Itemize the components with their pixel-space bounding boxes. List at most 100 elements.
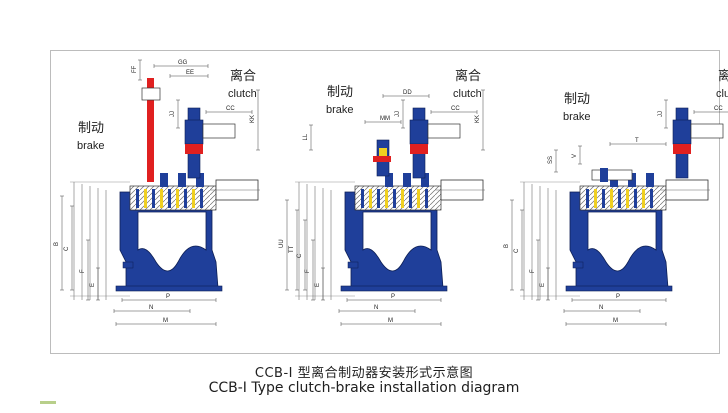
brake-label-en: brake: [77, 140, 105, 152]
dim-gg: GG: [178, 60, 188, 66]
dim-v: V: [572, 154, 578, 158]
dim-jj: JJ: [170, 111, 176, 117]
dim-tt: TT: [289, 245, 295, 253]
dim-n: N: [149, 305, 153, 311]
brake-label: 制动 brake: [563, 91, 591, 123]
caption-chinese: CCB-I 型离合制动器安装形式示意图: [254, 366, 474, 381]
dim-t: T: [635, 138, 639, 144]
clutch-cylinder: [184, 119, 204, 145]
dim-uu: UU: [279, 239, 285, 248]
clutch-piston: [410, 144, 428, 154]
friction-disc: [144, 189, 147, 208]
foot-bolt: [572, 261, 584, 269]
clutch-label-cn: 离合: [455, 68, 481, 83]
dim-mm: MM: [380, 116, 390, 122]
dim-b: B: [54, 242, 60, 246]
dim-e: E: [540, 283, 546, 287]
friction-disc: [152, 189, 155, 208]
brake-label: 制动 brake: [77, 120, 105, 152]
bolt: [403, 173, 411, 187]
bolt: [646, 173, 654, 187]
clutch-label-en: clutch: [228, 88, 257, 100]
friction-disc: [594, 189, 597, 208]
housing-cavity: [137, 211, 207, 272]
foot-bolt: [122, 261, 134, 269]
friction-disc: [618, 189, 621, 208]
friction-disc: [393, 189, 396, 208]
dim-p: P: [616, 294, 620, 300]
dim-kk: KK: [250, 115, 256, 123]
dim-f: F: [305, 269, 311, 273]
brake-label-en: brake: [326, 104, 354, 116]
friction-disc: [610, 189, 613, 208]
brake-seal: [373, 156, 391, 162]
dim-kk: KK: [475, 115, 481, 123]
caption-english: CCB-I Type clutch-brake installation dia…: [208, 380, 520, 396]
brake-yoke: [141, 87, 161, 101]
bolt: [385, 173, 393, 187]
dim-ff: FF: [132, 65, 138, 73]
dim-c: C: [297, 253, 303, 258]
dim-f: F: [530, 269, 536, 273]
base-plate: [115, 285, 223, 292]
housing-cavity: [362, 211, 432, 272]
bolt: [196, 173, 204, 187]
dim-ee: EE: [186, 70, 194, 76]
friction-disc: [602, 189, 605, 208]
clutch-label-en: clutch: [453, 88, 482, 100]
dim-ll: LL: [303, 133, 309, 140]
dim-e: E: [315, 283, 321, 287]
dim-jj: JJ: [395, 111, 401, 117]
dim-b: B: [504, 244, 510, 248]
friction-cap: [129, 185, 217, 211]
bolt: [160, 173, 168, 187]
air-port: [427, 123, 461, 139]
clutch-label-en: clutch: [716, 88, 728, 100]
friction-disc: [626, 189, 629, 208]
dim-f: F: [80, 269, 86, 273]
brake-piston: [600, 168, 608, 182]
dim-e: E: [90, 283, 96, 287]
friction-disc: [168, 189, 171, 208]
dim-dd: DD: [403, 90, 412, 96]
brake-label-en: brake: [563, 111, 591, 123]
friction-disc: [184, 189, 187, 208]
friction-disc: [650, 189, 653, 208]
dim-c: C: [64, 246, 70, 251]
dim-n: N: [599, 305, 603, 311]
brake-cylinder: [591, 169, 633, 181]
friction-disc: [634, 189, 637, 208]
friction-cap: [354, 185, 442, 211]
friction-disc: [200, 189, 203, 208]
clutch-label-cn: 离合: [718, 68, 728, 83]
panel-3: PNMEFCCKKJJ离合clutch制动brakeTVSSBC: [504, 68, 728, 326]
friction-disc: [369, 189, 372, 208]
brake-lever: [147, 78, 154, 182]
friction-disc: [425, 189, 428, 208]
clutch-piston: [185, 144, 203, 154]
friction-disc: [160, 189, 163, 208]
friction-disc: [401, 189, 404, 208]
friction-cap: [579, 185, 667, 211]
dim-c: C: [514, 248, 520, 253]
brake-label-cn: 制动: [564, 91, 590, 106]
friction-disc: [385, 189, 388, 208]
dim-m: M: [388, 318, 393, 324]
footer-mark: [40, 401, 56, 404]
clutch-cylinder: [672, 119, 692, 145]
dim-cc: CC: [714, 106, 723, 112]
brake-label-cn: 制动: [78, 120, 104, 135]
dim-ss: SS: [548, 156, 554, 164]
dim-m: M: [163, 318, 168, 324]
bolt: [178, 173, 186, 187]
friction-disc: [409, 189, 412, 208]
foot-bolt: [347, 261, 359, 269]
friction-disc: [192, 189, 195, 208]
dim-n: N: [374, 305, 378, 311]
friction-disc: [417, 189, 420, 208]
friction-disc: [176, 189, 179, 208]
air-port: [202, 123, 236, 139]
